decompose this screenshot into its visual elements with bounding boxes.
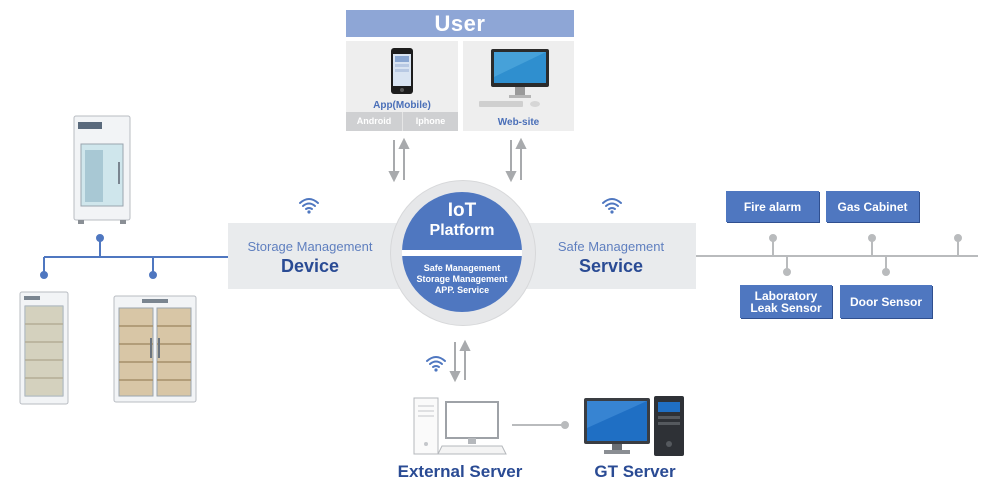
iot-services-block: Safe Management Storage Management APP. …: [402, 256, 522, 312]
os-iphone: Iphone: [415, 116, 446, 126]
iot-service-2: Storage Management: [416, 274, 508, 284]
smartphone-icon: [391, 48, 413, 94]
wifi-icon: [426, 356, 446, 372]
tower-server-icon: [584, 396, 684, 456]
leak-sensor-line1: Laboratory: [754, 288, 818, 303]
storage-cabinet-icon: [113, 295, 197, 403]
iot-platform-title-block: IoT Platform: [402, 192, 522, 250]
door-sensor-box: Door Sensor: [840, 285, 932, 318]
app-mobile-label: App(Mobile): [373, 100, 431, 111]
gt-server-label: GT Server: [594, 462, 676, 481]
iot-service-3: APP. Service: [434, 285, 490, 295]
device-subtitle: Storage Management: [247, 239, 373, 254]
desktop-monitor-icon: [479, 49, 549, 107]
external-server-label: External Server: [397, 462, 523, 481]
user-header: User: [346, 10, 574, 37]
os-bar: Android Iphone: [346, 112, 458, 131]
iot-title-line1: IoT: [447, 200, 477, 221]
os-android: Android: [346, 112, 403, 131]
iot-service-1: Safe Management: [423, 263, 501, 273]
fire-alarm-box: Fire alarm: [726, 191, 819, 222]
iot-platform: IoT Platform Safe Management Storage Man…: [402, 192, 522, 312]
website-panel: Web-site: [463, 41, 574, 131]
leak-sensor-line2: Leak Sensor: [750, 300, 822, 315]
service-subtitle: Safe Management: [557, 239, 665, 254]
storage-cabinet-icon: [19, 291, 69, 405]
service-title: Service: [578, 256, 644, 276]
wifi-icon: [602, 198, 622, 214]
wifi-icon: [299, 198, 319, 214]
storage-cabinet-icon: [73, 115, 131, 224]
leak-sensor-box: Laboratory Leak Sensor: [740, 285, 832, 318]
gas-cabinet-box: Gas Cabinet: [826, 191, 919, 222]
workstation-icon: [413, 397, 507, 455]
website-label: Web-site: [497, 117, 540, 128]
iot-title-line2: Platform: [429, 222, 495, 239]
device-title: Device: [280, 256, 340, 276]
